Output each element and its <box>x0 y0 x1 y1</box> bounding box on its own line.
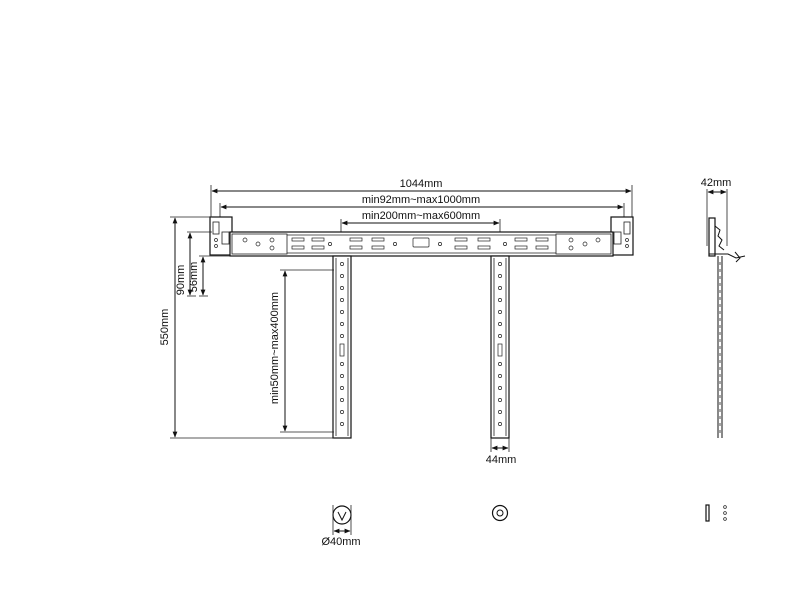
left-end-plate <box>209 216 233 256</box>
right-arm-holes <box>497 262 503 426</box>
rail-holes <box>242 237 601 251</box>
label-dim-90: 90mm <box>175 265 187 296</box>
label-total-height: 550mm <box>159 309 171 346</box>
label-knob-diameter: Ø40mm <box>321 536 360 548</box>
accessory-side-knobs <box>705 504 727 522</box>
rail-slots <box>291 237 549 250</box>
left-arm-holes <box>339 262 345 426</box>
label-vertical-range: min50mm~max400mm <box>269 292 281 404</box>
front-view: 1044mm min92mm~max1000mm min200mm~max600… <box>159 178 634 466</box>
dimension-arm-width: 44mm <box>486 438 517 466</box>
dimension-vertical-range: min50mm~max400mm <box>269 269 334 433</box>
accessory-knob-small <box>491 504 509 522</box>
label-arm-span: min92mm~max1000mm <box>362 194 480 206</box>
label-bracket-span: min200mm~max600mm <box>362 210 480 222</box>
right-end-plate <box>610 216 634 256</box>
left-vertical-arm <box>332 255 352 439</box>
dimension-56: 56mm <box>188 255 230 297</box>
label-dim-56: 56mm <box>188 262 200 293</box>
side-profile <box>708 217 746 438</box>
accessory-knob-large: Ø40mm <box>321 505 361 548</box>
label-overall-width: 1044mm <box>400 178 443 190</box>
right-vertical-arm <box>490 255 510 439</box>
dimension-side-depth: 42mm <box>701 177 732 246</box>
dimension-overall-width: 1044mm <box>210 178 633 232</box>
horizontal-rail <box>229 231 614 257</box>
label-side-depth: 42mm <box>701 177 732 189</box>
dimension-90: 90mm <box>175 231 212 297</box>
label-arm-width: 44mm <box>486 454 517 466</box>
dimension-total-height: 550mm <box>159 216 334 439</box>
side-view: 42mm <box>701 177 746 438</box>
